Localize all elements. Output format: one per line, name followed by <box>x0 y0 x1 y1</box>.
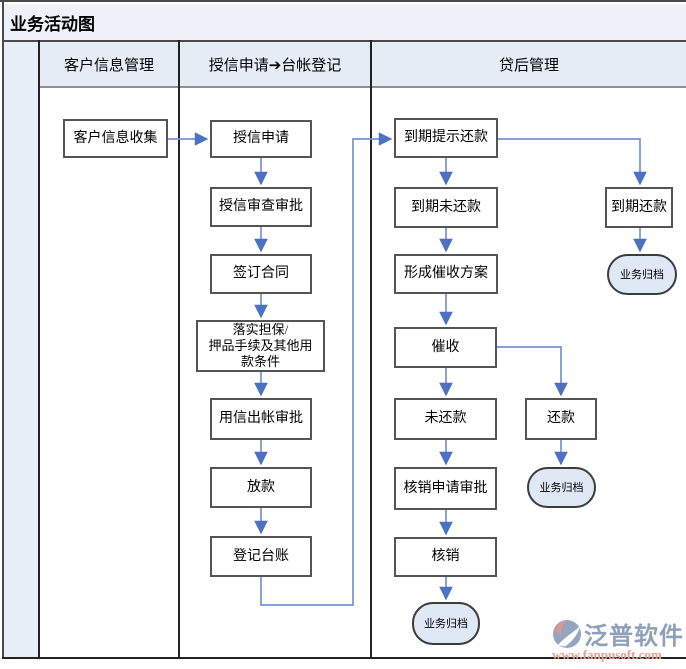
node-register-ledger: 登记台账 <box>210 536 312 577</box>
node-loan-release: 放款 <box>210 467 312 508</box>
node-repaid: 还款 <box>525 398 597 440</box>
lane-header-post-loan: 贷后管理 <box>372 42 686 86</box>
lane-border-1 <box>178 40 180 659</box>
outer-top-border <box>0 0 686 2</box>
node-implement-guarantee: 落实担保/ 押品手续及其他用 款条件 <box>196 320 325 372</box>
header-bottom-border <box>40 86 686 88</box>
node-due-reminder: 到期提示还款 <box>394 118 498 158</box>
header-top-border <box>2 40 686 42</box>
node-collection-plan: 形成催收方案 <box>394 254 498 294</box>
lane-header-credit-to-ledger: 授信申请➔台帐登记 <box>180 42 370 86</box>
node-disbursement-review: 用信出帐审批 <box>210 398 312 440</box>
node-credit-review: 授信审查审批 <box>210 187 312 227</box>
node-credit-apply: 授信申请 <box>210 120 312 158</box>
diagram-title: 业务活动图 <box>4 4 686 40</box>
watermark-brand: 泛普软件 <box>584 623 684 650</box>
watermark-url: www.fanpusoft.com <box>552 647 662 662</box>
node-due-unpaid: 到期未还款 <box>394 187 498 228</box>
node-collect-info: 客户信息收集 <box>63 119 168 158</box>
node-writeoff-review: 核销申请审批 <box>394 467 497 510</box>
node-writeoff: 核销 <box>394 537 497 577</box>
node-collection: 催收 <box>394 327 497 368</box>
node-sign-contract: 签订合同 <box>210 254 312 294</box>
watermark: 泛普软件 www.fanpusoft.com <box>552 616 684 663</box>
fanpu-logo-icon <box>553 619 581 648</box>
lane-border-gutter <box>38 40 40 659</box>
node-archive-due: 业务归档 <box>607 254 677 295</box>
connector-reminder-to-due-repaid <box>498 138 647 186</box>
lane-header-customer-info: 客户信息管理 <box>40 42 178 86</box>
lane-border-2 <box>370 40 372 659</box>
connector-collection-to-repaid <box>497 346 568 397</box>
outer-left-border <box>2 2 4 659</box>
node-due-repaid: 到期还款 <box>605 187 673 228</box>
outer-bottom-border <box>2 657 686 659</box>
swimlane-gutter <box>4 42 38 657</box>
node-archive-writeoff: 业务归档 <box>412 602 480 645</box>
node-unpaid: 未还款 <box>394 398 497 440</box>
node-archive-repaid: 业务归档 <box>527 467 596 508</box>
